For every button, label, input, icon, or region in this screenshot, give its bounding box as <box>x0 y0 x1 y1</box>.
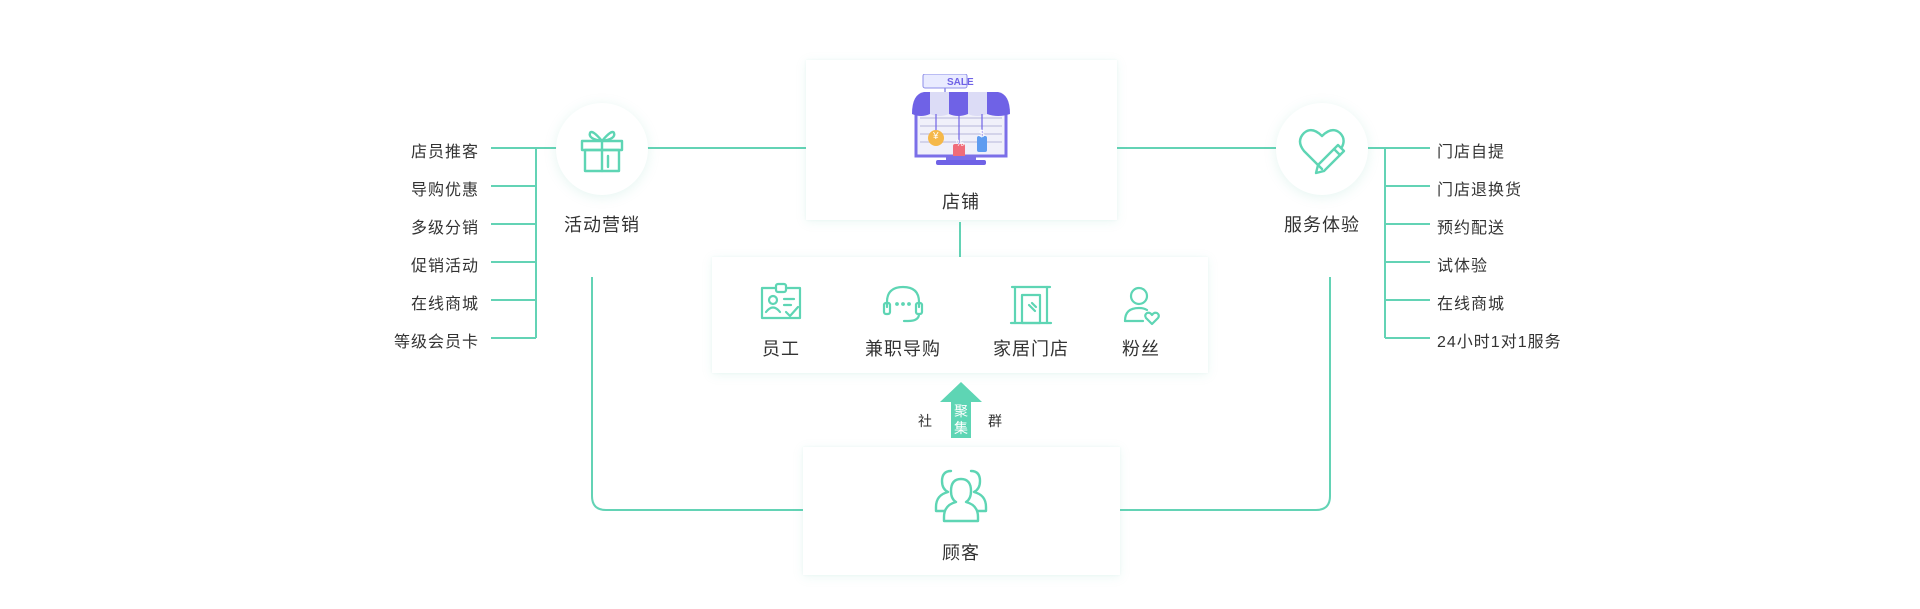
gather-text-1: 聚 <box>954 403 968 419</box>
gather-text-2: 集 <box>954 420 968 436</box>
people-icon <box>934 469 988 523</box>
price-tag-percent: % <box>956 138 965 148</box>
customer-card[interactable]: 顾客 <box>803 447 1120 575</box>
member-label: 粉丝 <box>1122 339 1160 359</box>
service-label: 服务体验 <box>1284 215 1360 235</box>
marketing-item[interactable]: 店员推客 <box>410 144 479 161</box>
member-label: 兼职导购 <box>865 339 941 359</box>
service-circle[interactable] <box>1276 103 1368 195</box>
sale-sign: SALE <box>947 77 974 88</box>
gift-icon <box>580 130 624 173</box>
shop-icon <box>1009 285 1053 325</box>
member-home-store[interactable]: 家居门店 <box>971 279 1091 361</box>
service-item[interactable]: 预约配送 <box>1437 220 1506 237</box>
members-card: 员工 兼职导购 <box>712 257 1208 373</box>
member-part-time-guide[interactable]: 兼职导购 <box>843 279 963 361</box>
customer-label: 顾客 <box>942 543 980 563</box>
gather-arrow-icon <box>940 382 982 438</box>
store-label: 店铺 <box>942 192 980 212</box>
price-tag-dollar: $ <box>979 129 985 140</box>
storefront-icon <box>912 74 1010 165</box>
store-card[interactable]: SALE ¥ % $ 店铺 <box>806 60 1117 220</box>
service-item[interactable]: 试体验 <box>1437 258 1489 275</box>
member-label: 员工 <box>762 339 800 359</box>
heart-pencil-icon <box>1298 128 1346 175</box>
marketing-item[interactable]: 促销活动 <box>410 258 479 275</box>
service-item[interactable]: 24小时1对1服务 <box>1437 334 1562 351</box>
member-staff[interactable]: 员工 <box>721 279 841 361</box>
service-item[interactable]: 在线商城 <box>1437 296 1506 313</box>
member-fans[interactable]: 粉丝 <box>1081 279 1201 361</box>
member-label: 家居门店 <box>993 339 1069 359</box>
price-tag-yen: ¥ <box>933 131 939 142</box>
headset-icon <box>882 285 924 323</box>
community-text-left: 社 <box>918 413 932 429</box>
marketing-item[interactable]: 多级分销 <box>410 220 479 237</box>
user-heart-icon <box>1123 286 1160 326</box>
id-card-icon <box>760 282 802 320</box>
service-item[interactable]: 门店退换货 <box>1437 182 1523 199</box>
marketing-item[interactable]: 等级会员卡 <box>393 334 479 351</box>
marketing-label: 活动营销 <box>564 215 640 235</box>
community-text-right: 群 <box>988 413 1002 429</box>
service-item[interactable]: 门店自提 <box>1437 144 1506 161</box>
marketing-circle[interactable] <box>556 103 648 195</box>
marketing-item[interactable]: 在线商城 <box>410 296 479 313</box>
marketing-item[interactable]: 导购优惠 <box>410 182 479 199</box>
